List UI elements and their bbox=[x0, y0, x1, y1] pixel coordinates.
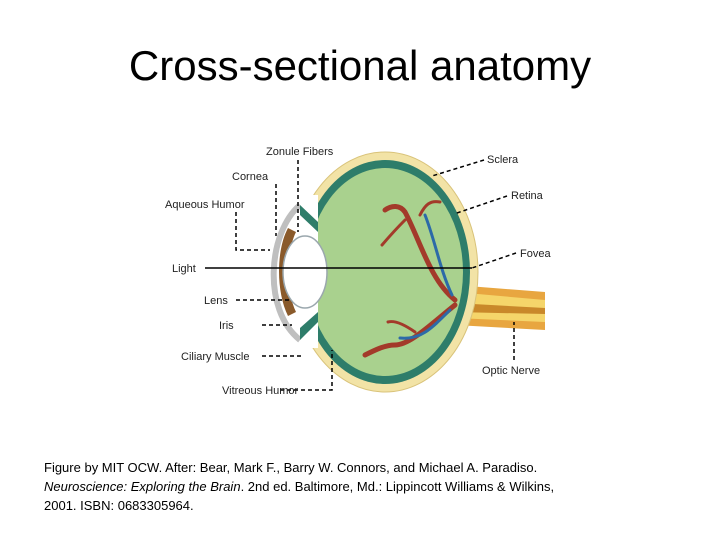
figure-caption: Figure by MIT OCW. After: Bear, Mark F.,… bbox=[44, 458, 684, 515]
label-lens: Lens bbox=[204, 295, 228, 307]
slide-title: Cross-sectional anatomy bbox=[128, 42, 592, 89]
label-cornea: Cornea bbox=[232, 171, 269, 183]
label-sclera: Sclera bbox=[487, 154, 519, 166]
label-retina: Retina bbox=[511, 190, 544, 202]
lens-shape bbox=[282, 235, 328, 309]
caption-line2: . 2nd ed. Baltimore, Md.: Lippincott Wil… bbox=[240, 479, 555, 494]
label-light: Light bbox=[172, 263, 196, 275]
leader-lines bbox=[235, 159, 517, 391]
label-iris: Iris bbox=[219, 320, 234, 332]
vitreous-shape bbox=[307, 168, 463, 376]
label-ciliary-muscle: Ciliary Muscle bbox=[181, 351, 249, 363]
label-aqueous-humor: Aqueous Humor bbox=[165, 199, 245, 211]
label-zonule-fibers: Zonule Fibers bbox=[266, 146, 334, 158]
optic-nerve-shape bbox=[455, 285, 545, 330]
label-fovea: Fovea bbox=[520, 248, 551, 260]
caption-book-title: Neuroscience: Exploring the Brain bbox=[44, 479, 241, 494]
label-optic-nerve: Optic Nerve bbox=[482, 365, 540, 377]
ciliary-muscle-shape bbox=[300, 205, 318, 340]
retinal-vessels bbox=[362, 200, 458, 358]
caption-line1: Figure by MIT OCW. After: Bear, Mark F.,… bbox=[44, 460, 538, 475]
cornea-shape bbox=[270, 202, 303, 343]
label-vitreous-humor: Vitreous Humor bbox=[222, 385, 299, 397]
caption-line3: 2001. ISBN: 0683305964. bbox=[44, 498, 194, 513]
